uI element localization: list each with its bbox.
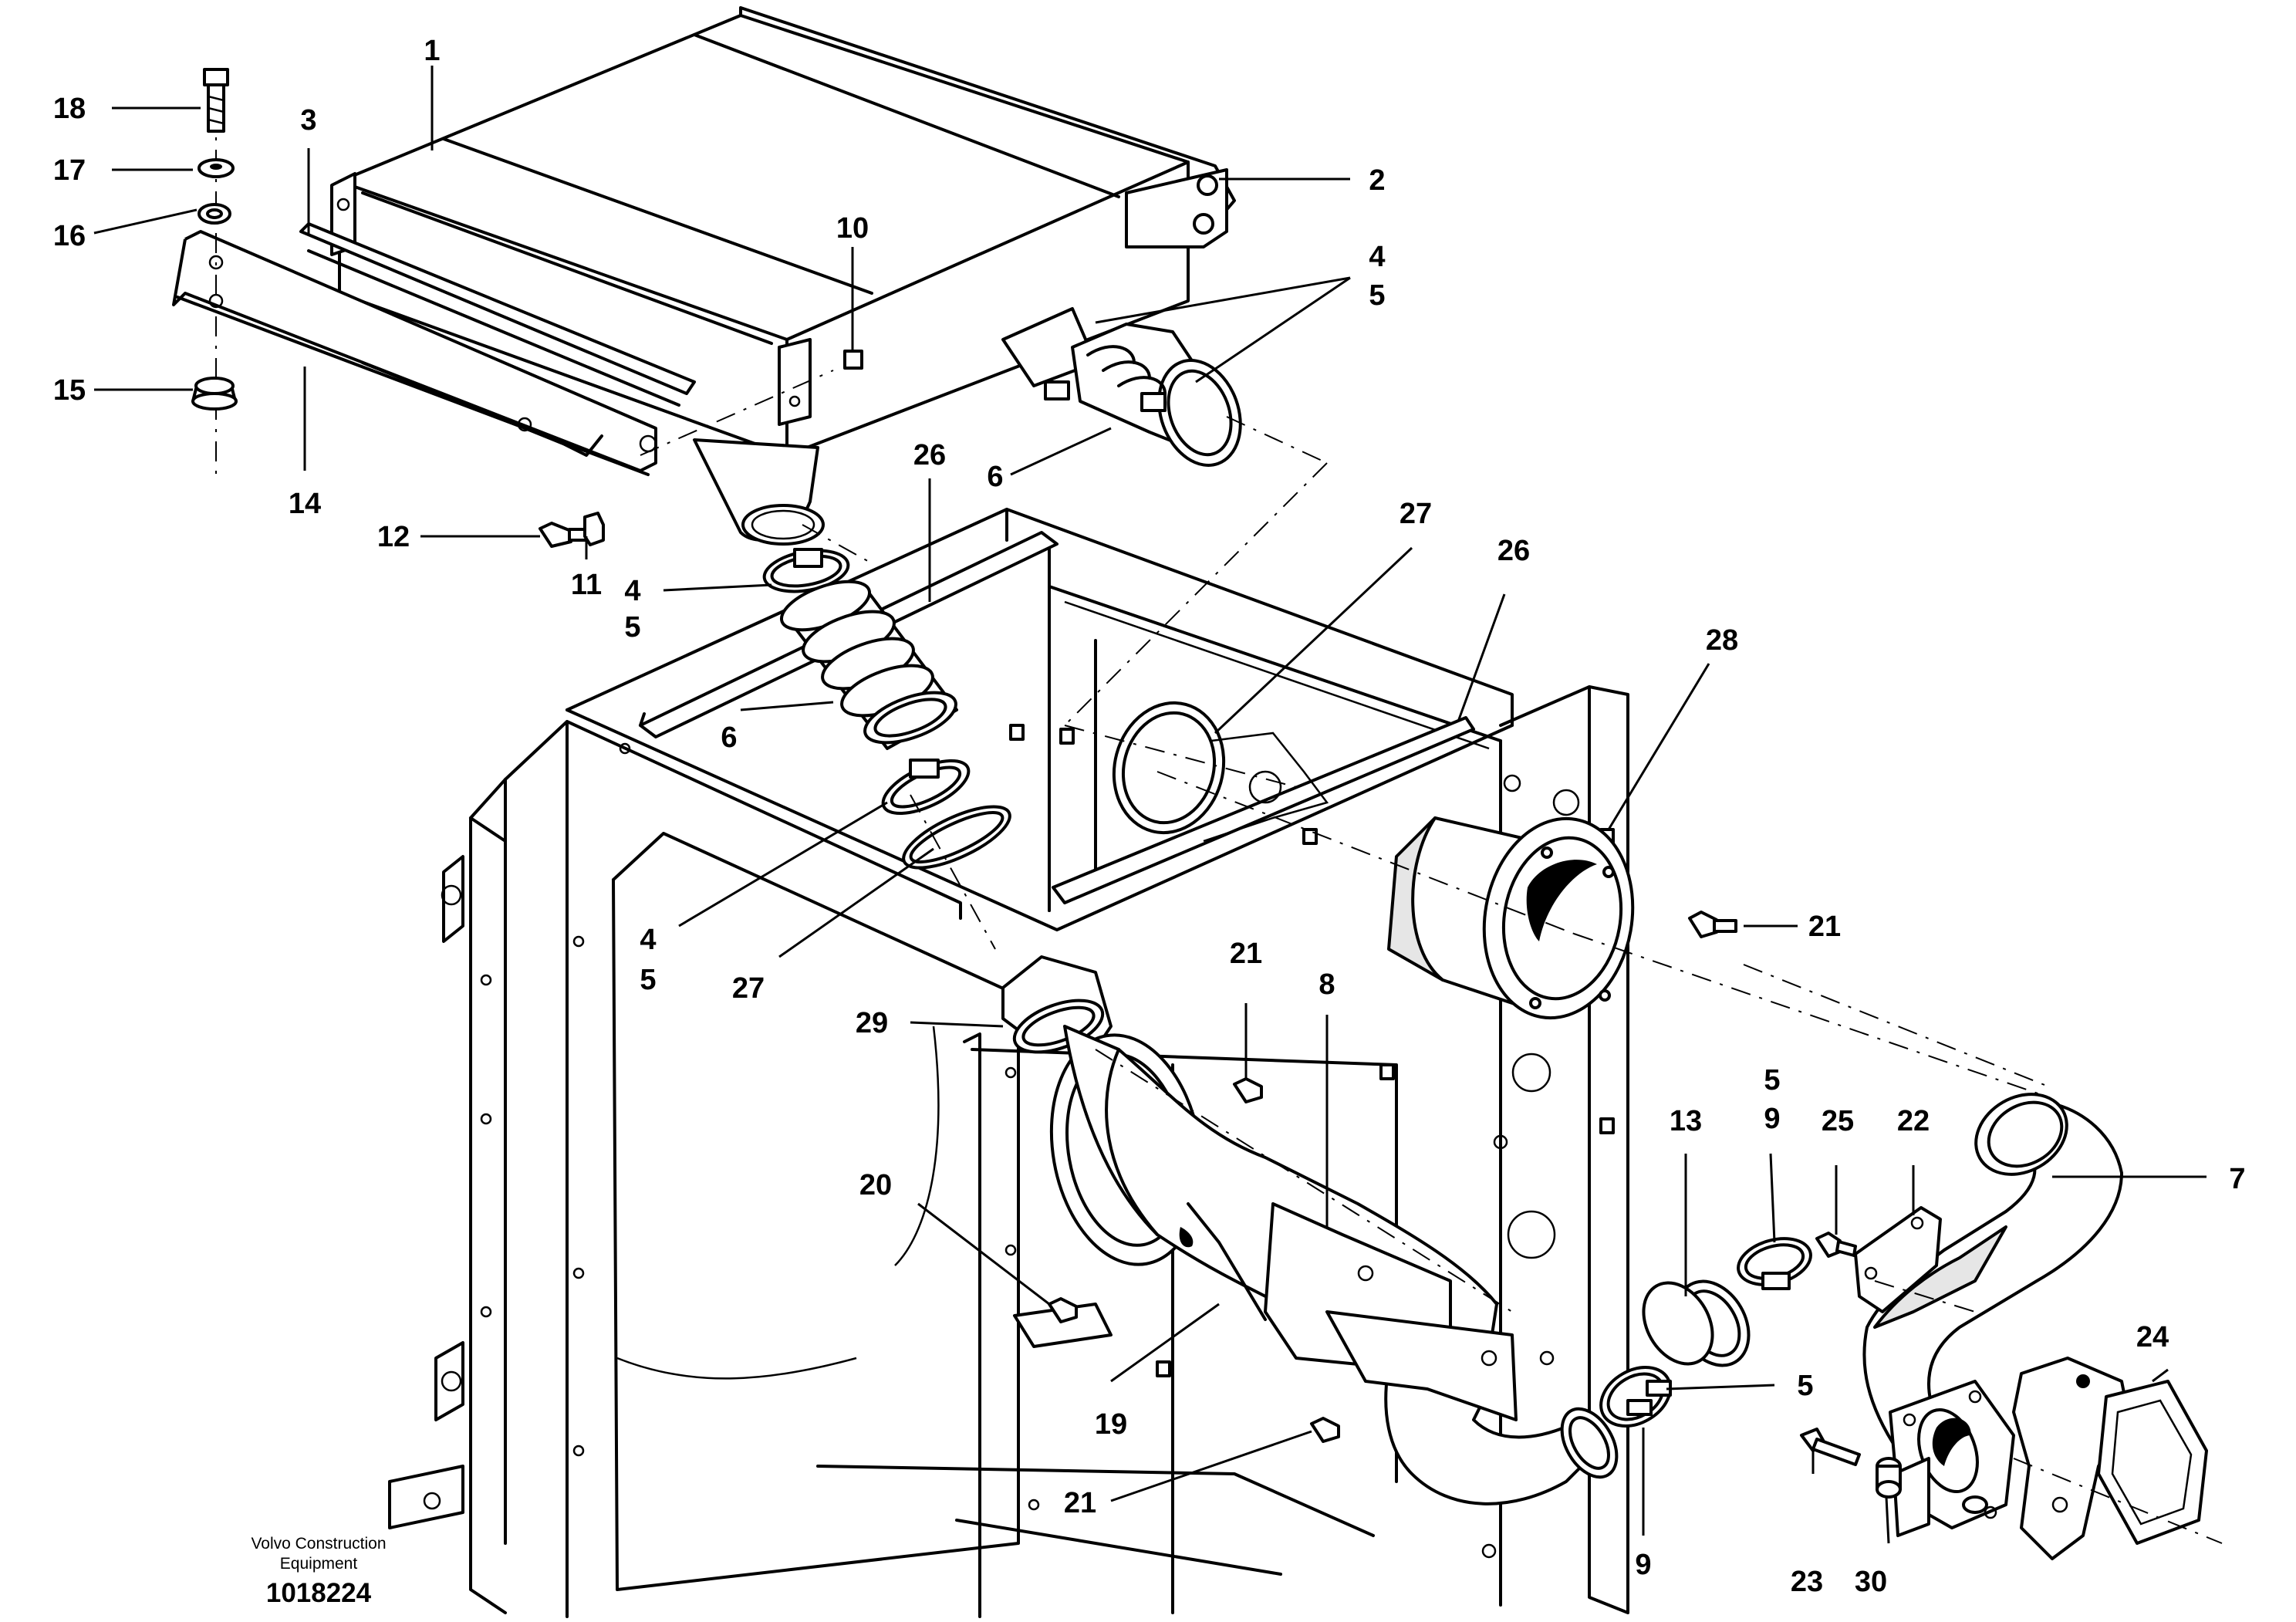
callout-5-lower: 5 [640, 964, 656, 996]
callout-17: 17 [53, 154, 86, 187]
hose-upper-right [1044, 323, 1242, 467]
callout-8: 8 [1319, 968, 1335, 1001]
hose-center [762, 548, 1011, 870]
callout-5-lower-clamp: 5 [1797, 1370, 1813, 1402]
callout-9-upper: 9 [1764, 1103, 1780, 1135]
callout-4: 4 [1369, 241, 1385, 273]
flanged-duct-28 [1387, 816, 1635, 1020]
callout-24: 24 [2136, 1321, 2169, 1353]
mounting-bracket-14 [172, 230, 657, 476]
callout-21-lower: 21 [1064, 1487, 1096, 1519]
callout-29: 29 [856, 1007, 888, 1039]
callout-4-center: 4 [624, 575, 640, 607]
fastener-stack [191, 68, 238, 478]
callout-6: 6 [987, 461, 1003, 493]
callout-27-left: 27 [732, 972, 765, 1005]
callout-22: 22 [1897, 1105, 1930, 1137]
callout-27-right: 27 [1400, 498, 1432, 530]
bolt-12-nut-11 [539, 512, 605, 548]
callout-21-mid: 21 [1230, 938, 1262, 970]
seal-strip-3 [299, 222, 696, 407]
callout-11: 11 [571, 569, 602, 601]
callout-labels: 1 2 3 4 5 6 10 18 17 16 15 14 12 11 4 5 … [53, 35, 2246, 1598]
callout-16: 16 [53, 220, 86, 252]
callout-18: 18 [53, 93, 86, 125]
callout-6-center: 6 [721, 721, 737, 754]
alignment-lines [640, 370, 2045, 1097]
callout-2: 2 [1369, 164, 1385, 197]
o-ring-27 [1112, 701, 1329, 843]
credit-line-2: Equipment [280, 1555, 358, 1573]
callout-1: 1 [424, 35, 440, 67]
callout-21-right: 21 [1808, 911, 1841, 943]
callout-5: 5 [1369, 279, 1385, 312]
bolt-21-upper [1688, 911, 1737, 938]
credit-line-1: Volvo Construction [251, 1535, 386, 1553]
callout-30: 30 [1855, 1566, 1887, 1598]
callout-5-center: 5 [624, 611, 640, 644]
pipe-assembly-8 [1001, 955, 1619, 1505]
callout-5-upper-clamp: 5 [1764, 1064, 1780, 1097]
charge-air-cooler [330, 6, 1236, 546]
callout-19: 19 [1095, 1408, 1127, 1441]
callout-9-lower: 9 [1635, 1549, 1651, 1581]
callout-13: 13 [1670, 1105, 1702, 1137]
callout-20: 20 [859, 1169, 892, 1201]
callout-14: 14 [289, 488, 321, 520]
callout-15: 15 [53, 374, 86, 407]
hose-clamps [1599, 1237, 1812, 1428]
callout-26-right: 26 [1497, 535, 1530, 567]
callout-26-left: 26 [913, 439, 946, 471]
callout-28: 28 [1706, 624, 1738, 657]
leader-lines [93, 66, 2207, 1544]
callout-4-lower: 4 [640, 924, 656, 956]
callout-25: 25 [1822, 1105, 1854, 1137]
credit-block: Volvo Construction Equipment 1018224 [251, 1535, 386, 1608]
callout-12: 12 [377, 521, 410, 553]
callout-10: 10 [836, 212, 869, 245]
pipe-assembly-7 [1743, 964, 2223, 1560]
callout-23: 23 [1791, 1566, 1823, 1598]
document-number: 1018224 [266, 1578, 372, 1608]
callout-7: 7 [2229, 1163, 2245, 1195]
callout-3: 3 [300, 104, 316, 137]
